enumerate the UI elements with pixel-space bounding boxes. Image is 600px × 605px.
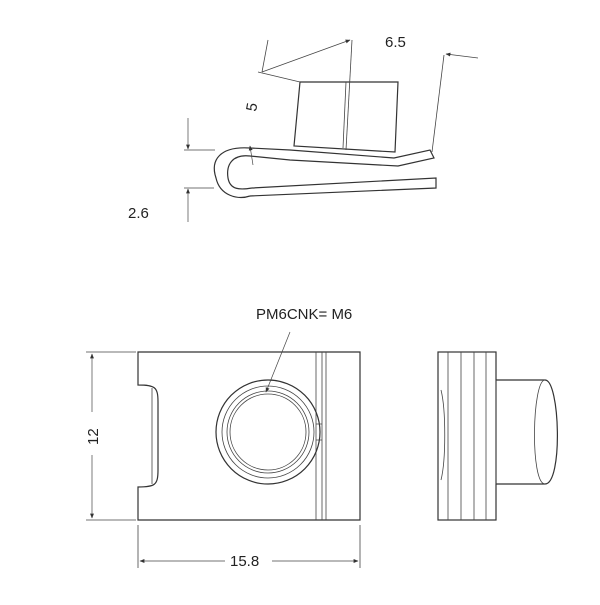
end-view <box>437 351 558 521</box>
dim-width-top: 6.5 <box>385 34 406 51</box>
dimension-15-8: 15.8 <box>137 525 361 570</box>
side-view <box>213 81 437 199</box>
dimension-12: 12 <box>85 351 136 521</box>
callout-label: PM6CNK= M6 <box>256 306 352 323</box>
callout: PM6CNK= M6 <box>256 306 352 393</box>
dimension-6-5: 6.5 <box>261 34 479 153</box>
dim-height-front: 12 <box>85 428 102 445</box>
dim-height-top: 5 <box>243 102 261 113</box>
front-view <box>137 351 361 521</box>
dimension-5: 5 <box>243 71 301 166</box>
dim-thickness-top: 2.6 <box>128 205 149 222</box>
dim-width-front: 15.8 <box>230 553 259 570</box>
dimension-2-6: 2.6 <box>128 118 215 222</box>
